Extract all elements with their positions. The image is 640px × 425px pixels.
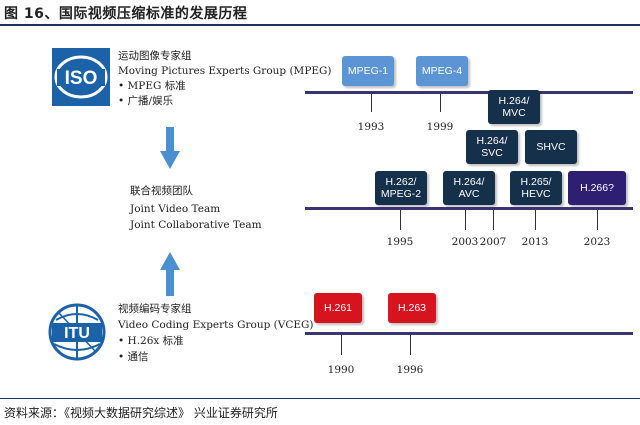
timeline-mid-line	[305, 207, 633, 210]
tick-2007	[493, 210, 494, 230]
year-1999: 1999	[426, 121, 454, 133]
mpeg-bullet-1: • MPEG 标准	[118, 80, 186, 92]
arrow-up-icon	[160, 252, 180, 300]
year-1995: 1995	[386, 236, 414, 248]
tick-1996	[410, 335, 411, 355]
joint-en-1: Joint Video Team	[130, 203, 221, 215]
year-1990: 1990	[327, 364, 355, 376]
year-2013: 2013	[521, 236, 549, 248]
source-note: 资料来源：《视频大数据研究综述》 兴业证券研究所	[4, 406, 278, 420]
box-shvc: SHVC	[525, 130, 577, 164]
itu-en-name: Video Coding Experts Group (VCEG)	[118, 319, 314, 331]
mpeg-cn-name: 运动图像专家组	[118, 50, 192, 62]
box-h261: H.261	[314, 293, 362, 323]
year-1996: 1996	[396, 364, 424, 376]
joint-en-2: Joint Collaborative Team	[130, 219, 262, 231]
tick-1995	[400, 210, 401, 230]
box-mpeg-4: MPEG-4	[416, 56, 468, 86]
iso-logo-icon: ISO	[52, 48, 110, 106]
tick-1993	[371, 94, 372, 112]
itu-logo-text: ITU	[64, 325, 90, 342]
box-h264-mvc: H.264/ MVC	[488, 90, 540, 124]
box-h263: H.263	[388, 293, 436, 323]
box-h262-mpeg2: H.262/ MPEG-2	[375, 171, 427, 205]
mpeg-en-name: Moving Pictures Experts Group (MPEG)	[118, 65, 332, 77]
box-mpeg-1: MPEG-1	[342, 56, 394, 86]
box-h264-svc: H.264/ SVC	[466, 130, 518, 164]
tick-1990	[341, 335, 342, 355]
mpeg-bullet-2: • 广播/娱乐	[118, 95, 174, 107]
timeline-bottom-line	[305, 332, 633, 335]
itu-logo-icon: ITU	[48, 300, 106, 364]
year-2007: 2007	[479, 236, 507, 248]
bottom-rule	[0, 398, 640, 399]
top-rule	[0, 24, 640, 26]
tick-1999	[440, 94, 441, 112]
iso-logo-text: ISO	[65, 68, 98, 89]
year-2023: 2023	[583, 236, 611, 248]
year-2003: 2003	[451, 236, 479, 248]
itu-bullet-1: • H.26x 标准	[118, 335, 184, 347]
box-h265-hevc: H.265/ HEVC	[510, 171, 562, 205]
tick-2023	[597, 210, 598, 230]
box-h266: H.266?	[568, 171, 626, 205]
tick-2013	[535, 210, 536, 230]
arrow-down-icon	[160, 127, 180, 175]
timeline-top-line	[305, 91, 633, 94]
itu-cn-name: 视频编码专家组	[118, 303, 192, 315]
figure-title: 图 16、国际视频压缩标准的发展历程	[4, 6, 248, 22]
joint-cn-name: 联合视频团队	[130, 185, 193, 197]
year-1993: 1993	[357, 121, 385, 133]
itu-bullet-2: • 通信	[118, 351, 149, 363]
tick-2003	[465, 210, 466, 230]
box-h264-avc: H.264/ AVC	[443, 171, 495, 205]
